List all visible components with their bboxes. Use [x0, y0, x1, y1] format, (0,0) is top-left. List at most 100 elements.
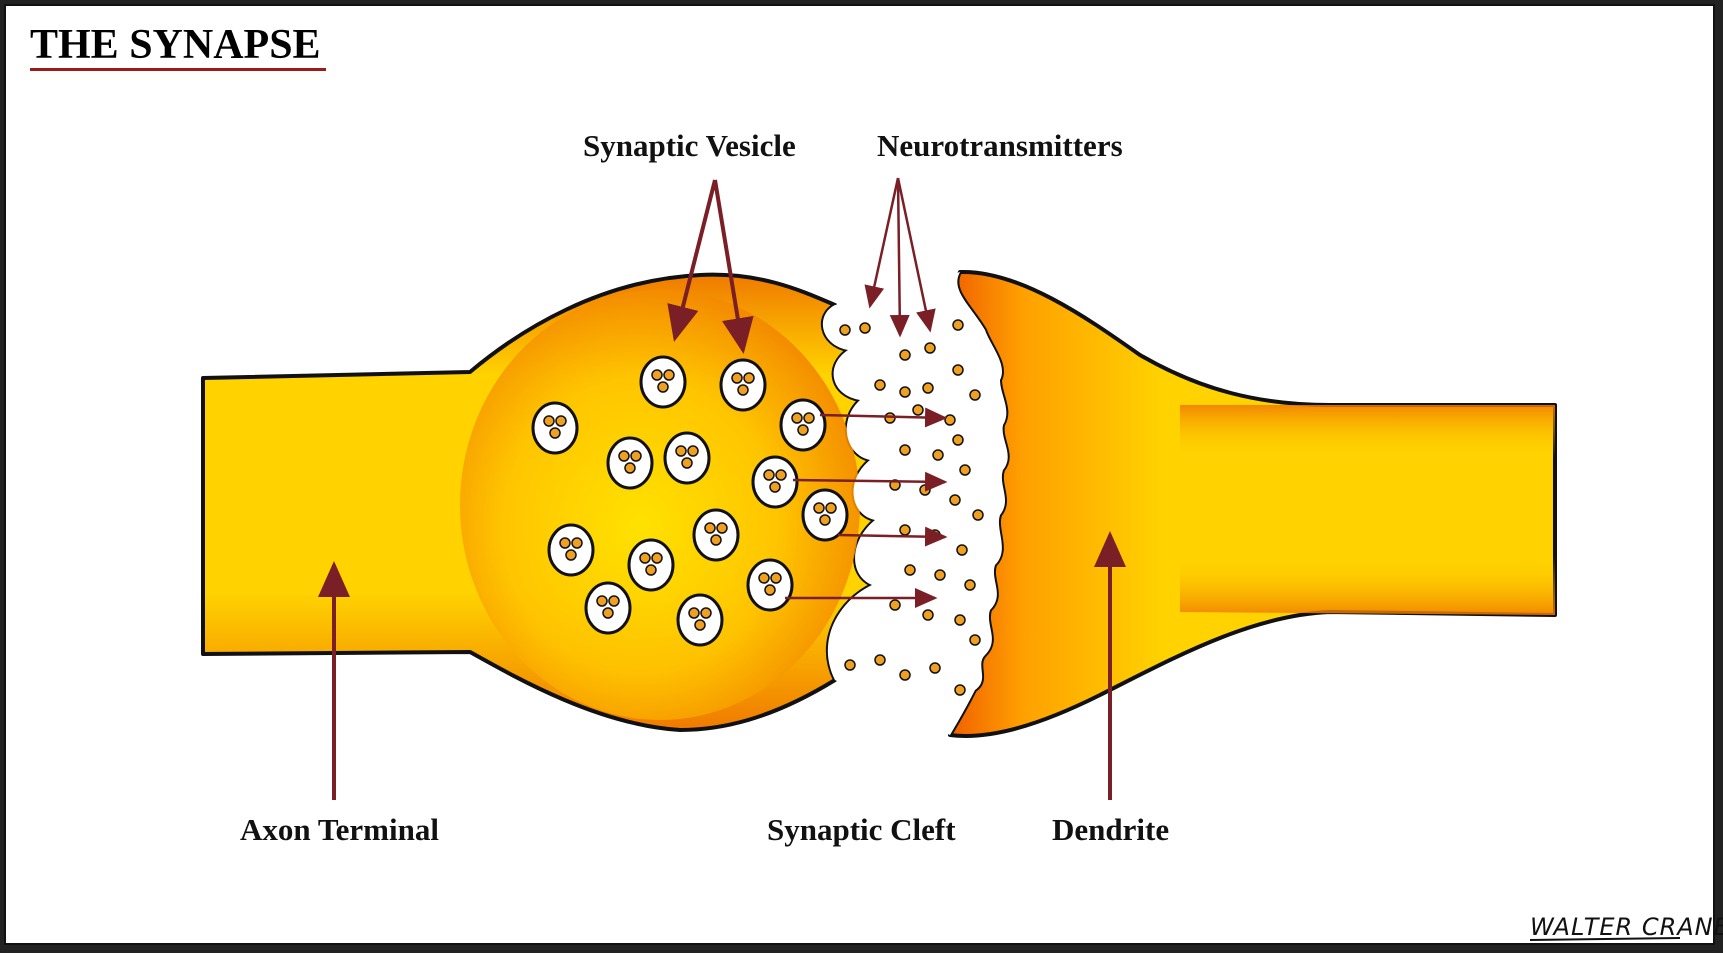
neurotransmitter-dot	[970, 635, 980, 645]
neurotransmitter-dot	[572, 538, 582, 548]
neurotransmitter-dot	[664, 370, 674, 380]
neurotransmitter-dot	[682, 458, 692, 468]
label-synaptic-vesicle: Synaptic Vesicle	[583, 128, 796, 163]
neurotransmitter-dot	[845, 660, 855, 670]
neurotransmitter-dot	[950, 495, 960, 505]
neurotransmitter-dot	[688, 446, 698, 456]
neurotransmitter-dot	[930, 530, 940, 540]
neurotransmitter-dot	[603, 608, 613, 618]
artist-signature: WALTER CRANE	[1530, 913, 1723, 941]
vesicle	[641, 357, 685, 407]
neurotransmitter-dot	[900, 350, 910, 360]
neurotransmitter-dot	[765, 585, 775, 595]
neurotransmitter-dot	[923, 383, 933, 393]
neurotransmitter-dot	[900, 445, 910, 455]
axon-bulb-glow	[460, 290, 860, 720]
neurotransmitter-dot	[933, 450, 943, 460]
neurotransmitter-dot	[955, 685, 965, 695]
neurotransmitter-dot	[566, 550, 576, 560]
vesicle	[629, 540, 673, 590]
vesicle	[665, 433, 709, 483]
neurotransmitter-dot	[544, 416, 554, 426]
vesicle	[803, 490, 847, 540]
title-underline	[30, 68, 326, 71]
neurotransmitter-dot	[957, 545, 967, 555]
neurotransmitter-dot	[676, 446, 686, 456]
vesicle	[586, 583, 630, 633]
neurotransmitter-dot	[953, 365, 963, 375]
neurotransmitter-dot	[705, 523, 715, 533]
neurotransmitter-dot	[640, 553, 650, 563]
neurotransmitter-dot	[652, 553, 662, 563]
neurotransmitter-dot	[826, 503, 836, 513]
neurotransmitter-dot	[609, 596, 619, 606]
neurotransmitter-dot	[804, 413, 814, 423]
neurotransmitter-dot	[920, 485, 930, 495]
neurotransmitter-dot	[744, 373, 754, 383]
vesicle	[694, 510, 738, 560]
neurotransmitter-dot	[970, 390, 980, 400]
page-title: THE SYNAPSE	[30, 22, 321, 68]
vesicle	[533, 403, 577, 453]
label-axon-terminal: Axon Terminal	[240, 812, 439, 847]
neurotransmitter-dot	[776, 470, 786, 480]
dendrite-shading	[1180, 405, 1555, 615]
neurotransmitter-dot	[631, 451, 641, 461]
label-dendrite: Dendrite	[1052, 812, 1169, 847]
neurotransmitter-dot	[770, 482, 780, 492]
vesicle	[781, 400, 825, 450]
neurotransmitter-dot	[953, 320, 963, 330]
neurotransmitter-dot	[738, 385, 748, 395]
neurotransmitter-dot	[923, 610, 933, 620]
neurotransmitter-dot	[619, 451, 629, 461]
neurotransmitter-dot	[973, 510, 983, 520]
neurotransmitter-dot	[689, 608, 699, 618]
neurotransmitter-dot	[814, 503, 824, 513]
neurotransmitter-dot	[711, 535, 721, 545]
neurotransmitter-dot	[930, 663, 940, 673]
neurotransmitter-dot	[550, 428, 560, 438]
neurotransmitter-dot	[646, 565, 656, 575]
neurotransmitter-dot	[701, 608, 711, 618]
label-synaptic-cleft: Synaptic Cleft	[767, 812, 956, 847]
neurotransmitter-dot	[965, 580, 975, 590]
neurotransmitter-dot	[556, 416, 566, 426]
neurotransmitter-dot	[840, 325, 850, 335]
neurotransmitter-dot	[625, 463, 635, 473]
neurotransmitter-dot	[900, 525, 910, 535]
vesicle	[721, 360, 765, 410]
neurotransmitter-dot	[695, 620, 705, 630]
neurotransmitter-dot	[771, 573, 781, 583]
vesicle	[753, 457, 797, 507]
neurotransmitter-dot	[913, 405, 923, 415]
neurotransmitter-dot	[875, 655, 885, 665]
neurotransmitter-dot	[764, 470, 774, 480]
neurotransmitter-dot	[860, 323, 870, 333]
neurotransmitter-dot	[955, 615, 965, 625]
vesicle	[748, 560, 792, 610]
neurotransmitter-dot	[953, 435, 963, 445]
vesicle	[678, 595, 722, 645]
neurotransmitter-dot	[658, 382, 668, 392]
vesicle	[549, 525, 593, 575]
neurotransmitter-dot	[717, 523, 727, 533]
neurotransmitter-dot	[935, 570, 945, 580]
neurotransmitter-dot	[945, 415, 955, 425]
neurotransmitter-dot	[560, 538, 570, 548]
neurotransmitter-dot	[960, 465, 970, 475]
neurotransmitter-pointer-arrow	[870, 178, 898, 306]
neurotransmitter-dot	[820, 515, 830, 525]
neurotransmitter-dot	[875, 380, 885, 390]
neurotransmitter-dot	[900, 387, 910, 397]
neurotransmitter-dot	[597, 596, 607, 606]
neurotransmitter-dot	[759, 573, 769, 583]
neurotransmitter-dot	[925, 343, 935, 353]
label-neurotransmitters: Neurotransmitters	[877, 128, 1123, 163]
neurotransmitter-dot	[652, 370, 662, 380]
neurotransmitter-dot	[900, 670, 910, 680]
neurotransmitter-dot	[792, 413, 802, 423]
vesicle	[608, 438, 652, 488]
neurotransmitter-dot	[905, 565, 915, 575]
neurotransmitter-dot	[798, 425, 808, 435]
